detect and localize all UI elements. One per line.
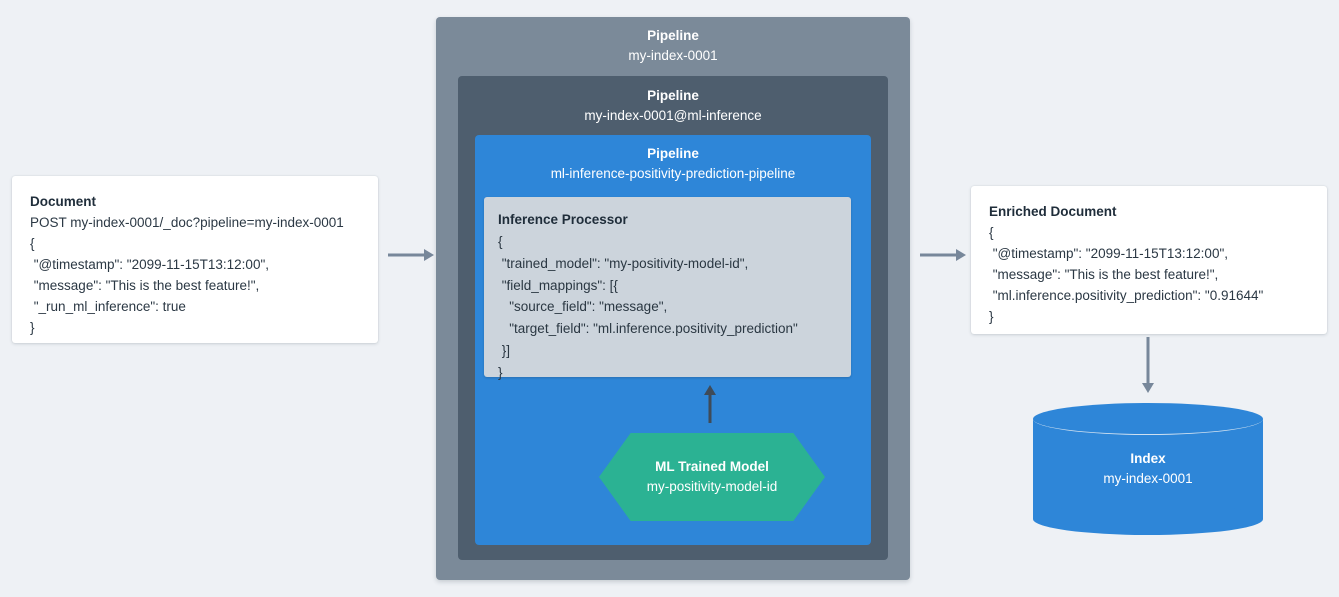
pipeline-middle-header: Pipeline my-index-0001@ml-inference	[458, 76, 888, 126]
inference-processor-line: }	[498, 365, 503, 381]
pipeline-outer: Pipeline my-index-0001 Pipeline my-index…	[436, 17, 910, 580]
pipeline-outer-label: Pipeline	[647, 28, 699, 43]
index-title: Index	[1130, 450, 1166, 466]
ml-trained-model-title: ML Trained Model	[655, 458, 769, 474]
pipeline-inner-header: Pipeline ml-inference-positivity-predict…	[475, 135, 871, 184]
inference-processor-line: }]	[498, 343, 511, 359]
arrow-document-to-pipeline	[388, 247, 434, 263]
cylinder-top-ellipse	[1033, 403, 1263, 435]
source-document-body-line: }	[30, 319, 35, 335]
source-document-body-line: "@timestamp": "2099-11-15T13:12:00",	[30, 256, 269, 272]
inference-processor-box: Inference Processor { "trained_model": "…	[484, 197, 851, 380]
enriched-document-line: "ml.inference.positivity_prediction": "0…	[989, 287, 1264, 303]
source-document-request: POST my-index-0001/_doc?pipeline=my-inde…	[30, 214, 344, 230]
source-document-body-line: {	[30, 235, 35, 251]
ml-trained-model-hexagon: ML Trained Model my-positivity-model-id	[599, 433, 825, 521]
source-document-body-line: "_run_ml_inference": true	[30, 298, 186, 314]
enriched-document-line: "message": "This is the best feature!",	[989, 266, 1219, 282]
inference-processor-title: Inference Processor	[498, 212, 628, 227]
inference-processor-line: "field_mappings": [{	[498, 277, 618, 293]
pipeline-inner: Pipeline ml-inference-positivity-predict…	[475, 135, 871, 545]
index-name: my-index-0001	[1103, 471, 1193, 486]
pipeline-inner-label: Pipeline	[647, 146, 699, 161]
cylinder-body	[1033, 419, 1263, 519]
arrow-model-to-processor	[702, 385, 718, 423]
source-document-body-line: "message": "This is the best feature!",	[30, 277, 260, 293]
pipeline-middle-name: my-index-0001@ml-inference	[584, 107, 762, 123]
index-cylinder-label: Index my-index-0001	[1033, 403, 1263, 535]
enriched-document-line: {	[989, 224, 994, 240]
inference-processor-line: "source_field": "message",	[498, 299, 668, 315]
inference-processor-line: "trained_model": "my-positivity-model-id…	[498, 255, 749, 271]
inference-processor-line: {	[498, 233, 503, 249]
pipeline-middle-label: Pipeline	[647, 88, 699, 103]
source-document-title: Document	[30, 194, 97, 209]
pipeline-middle: Pipeline my-index-0001@ml-inference Pipe…	[458, 76, 888, 560]
pipeline-inner-name: ml-inference-positivity-prediction-pipel…	[550, 165, 796, 181]
source-document-card: Document POST my-index-0001/_doc?pipelin…	[12, 176, 378, 343]
arrow-pipeline-to-enriched-document	[920, 247, 966, 263]
arrow-enriched-document-to-index	[1140, 337, 1156, 393]
enriched-document-title: Enriched Document	[989, 204, 1117, 219]
enriched-document-card: Enriched Document { "@timestamp": "2099-…	[971, 186, 1327, 334]
pipeline-outer-header: Pipeline my-index-0001	[436, 17, 910, 66]
enriched-document-line: "@timestamp": "2099-11-15T13:12:00",	[989, 245, 1228, 261]
index-cylinder: Index my-index-0001	[1033, 403, 1263, 535]
inference-processor-line: "target_field": "ml.inference.positivity…	[498, 321, 798, 337]
pipeline-outer-name: my-index-0001	[628, 47, 718, 63]
ml-trained-model-name: my-positivity-model-id	[646, 479, 778, 494]
cylinder-bottom-ellipse	[1033, 503, 1263, 535]
enriched-document-line: }	[989, 308, 994, 324]
